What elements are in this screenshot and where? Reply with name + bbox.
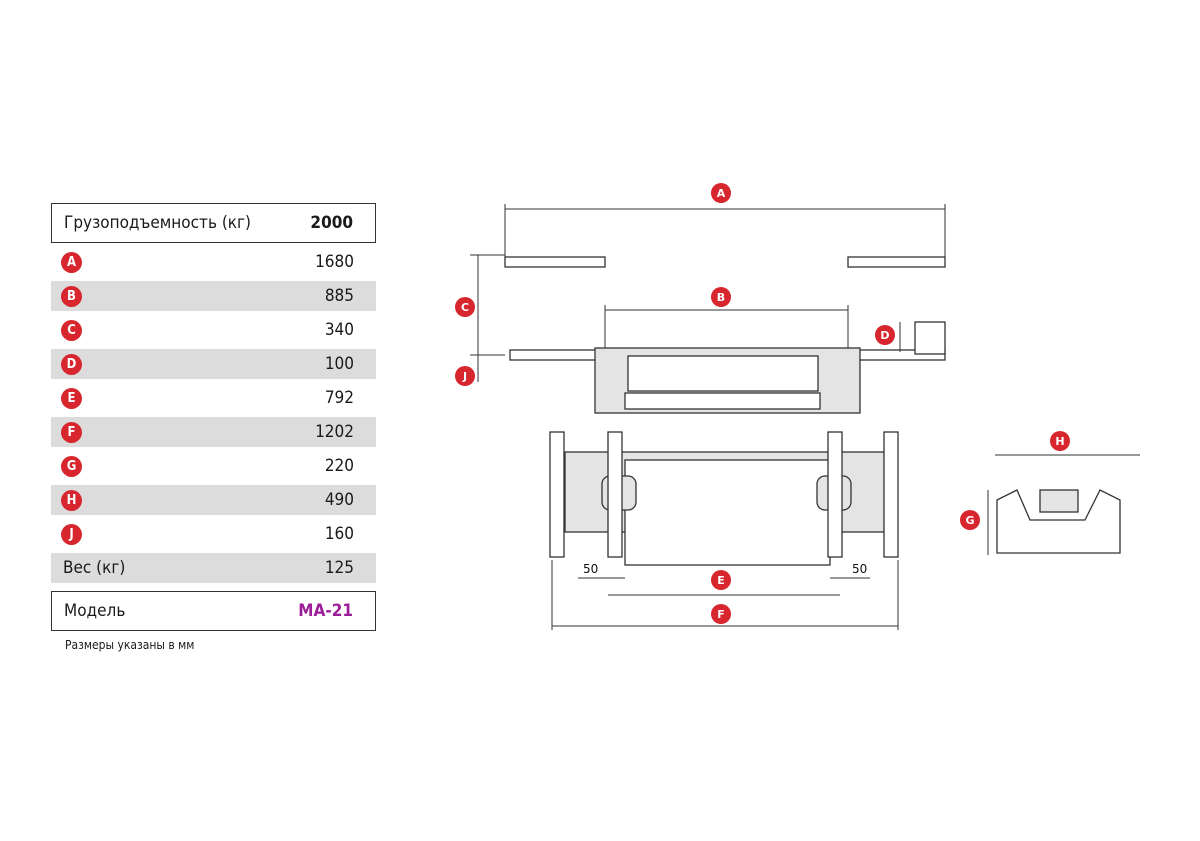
marker-j: J xyxy=(455,366,475,386)
weight-row: Вес (кг) 125 xyxy=(51,553,376,583)
svg-text:G: G xyxy=(965,514,974,527)
dimension-marker-icon: B xyxy=(61,285,82,307)
panel xyxy=(627,355,819,392)
spec-value: 1680 xyxy=(315,252,354,272)
dimension-marker-icon: J xyxy=(61,523,82,545)
spec-row-j: J 160 xyxy=(51,519,376,549)
marker-g: G xyxy=(960,510,980,530)
capacity-row: Грузоподъемность (кг) 2000 xyxy=(51,203,376,243)
model-row: Модель MA-21 xyxy=(51,591,376,631)
dimension-marker-icon: G xyxy=(61,455,82,477)
weight-label: Вес (кг) xyxy=(63,558,126,578)
svg-text:A: A xyxy=(717,187,726,200)
spec-row-a: A 1680 xyxy=(51,247,376,277)
lift-end-view xyxy=(996,489,1121,554)
units-note: Размеры указаны в мм xyxy=(65,638,195,652)
marker-c: C xyxy=(455,297,475,317)
spec-row-h: H 490 xyxy=(51,485,376,515)
posts xyxy=(549,431,899,558)
saddle xyxy=(1039,489,1079,513)
marker-h: H xyxy=(1050,431,1070,451)
dimension-marker-icon: C xyxy=(61,319,82,341)
dimension-marker-icon: E xyxy=(61,387,82,409)
spec-value: 100 xyxy=(324,354,354,374)
dimension-marker-icon: H xyxy=(61,489,82,511)
svg-text:C: C xyxy=(461,301,469,314)
panel xyxy=(624,392,821,410)
capacity-value: 2000 xyxy=(310,213,353,233)
spec-row-c: C 340 xyxy=(51,315,376,345)
spec-value: 1202 xyxy=(315,422,354,442)
arm-left xyxy=(504,256,606,268)
spec-row-e: E 792 xyxy=(51,383,376,413)
arm-right xyxy=(847,256,946,268)
spec-row-d: D 100 xyxy=(51,349,376,379)
model-value: MA-21 xyxy=(298,601,353,621)
spec-value: 885 xyxy=(324,286,354,306)
offset-right-label: 50 xyxy=(852,562,867,576)
pad-adapter xyxy=(914,321,946,355)
spec-value: 160 xyxy=(324,524,354,544)
marker-b: B xyxy=(711,287,731,307)
weight-value: 125 xyxy=(324,558,354,578)
spec-row-g: G 220 xyxy=(51,451,376,481)
marker-f: F xyxy=(711,604,731,624)
dimension-marker-icon: D xyxy=(61,353,82,375)
svg-text:D: D xyxy=(880,329,889,342)
dimension-marker-icon: A xyxy=(61,251,82,273)
marker-e: E xyxy=(711,570,731,590)
svg-text:B: B xyxy=(717,291,725,304)
svg-text:H: H xyxy=(1055,435,1064,448)
capacity-label: Грузоподъемность (кг) xyxy=(64,213,252,233)
spec-row-b: B 885 xyxy=(51,281,376,311)
svg-text:J: J xyxy=(462,370,467,383)
center-block xyxy=(624,459,831,566)
marker-d: D xyxy=(875,325,895,345)
spec-value: 490 xyxy=(324,490,354,510)
model-label: Модель xyxy=(64,601,126,621)
svg-text:E: E xyxy=(717,574,725,587)
dimension-marker-icon: F xyxy=(61,421,82,443)
spec-row-f: F 1202 xyxy=(51,417,376,447)
marker-a: A xyxy=(711,183,731,203)
spec-value: 792 xyxy=(324,388,354,408)
offset-left-label: 50 xyxy=(583,562,598,576)
spec-value: 220 xyxy=(324,456,354,476)
spec-value: 340 xyxy=(324,320,354,340)
svg-text:F: F xyxy=(717,608,725,621)
